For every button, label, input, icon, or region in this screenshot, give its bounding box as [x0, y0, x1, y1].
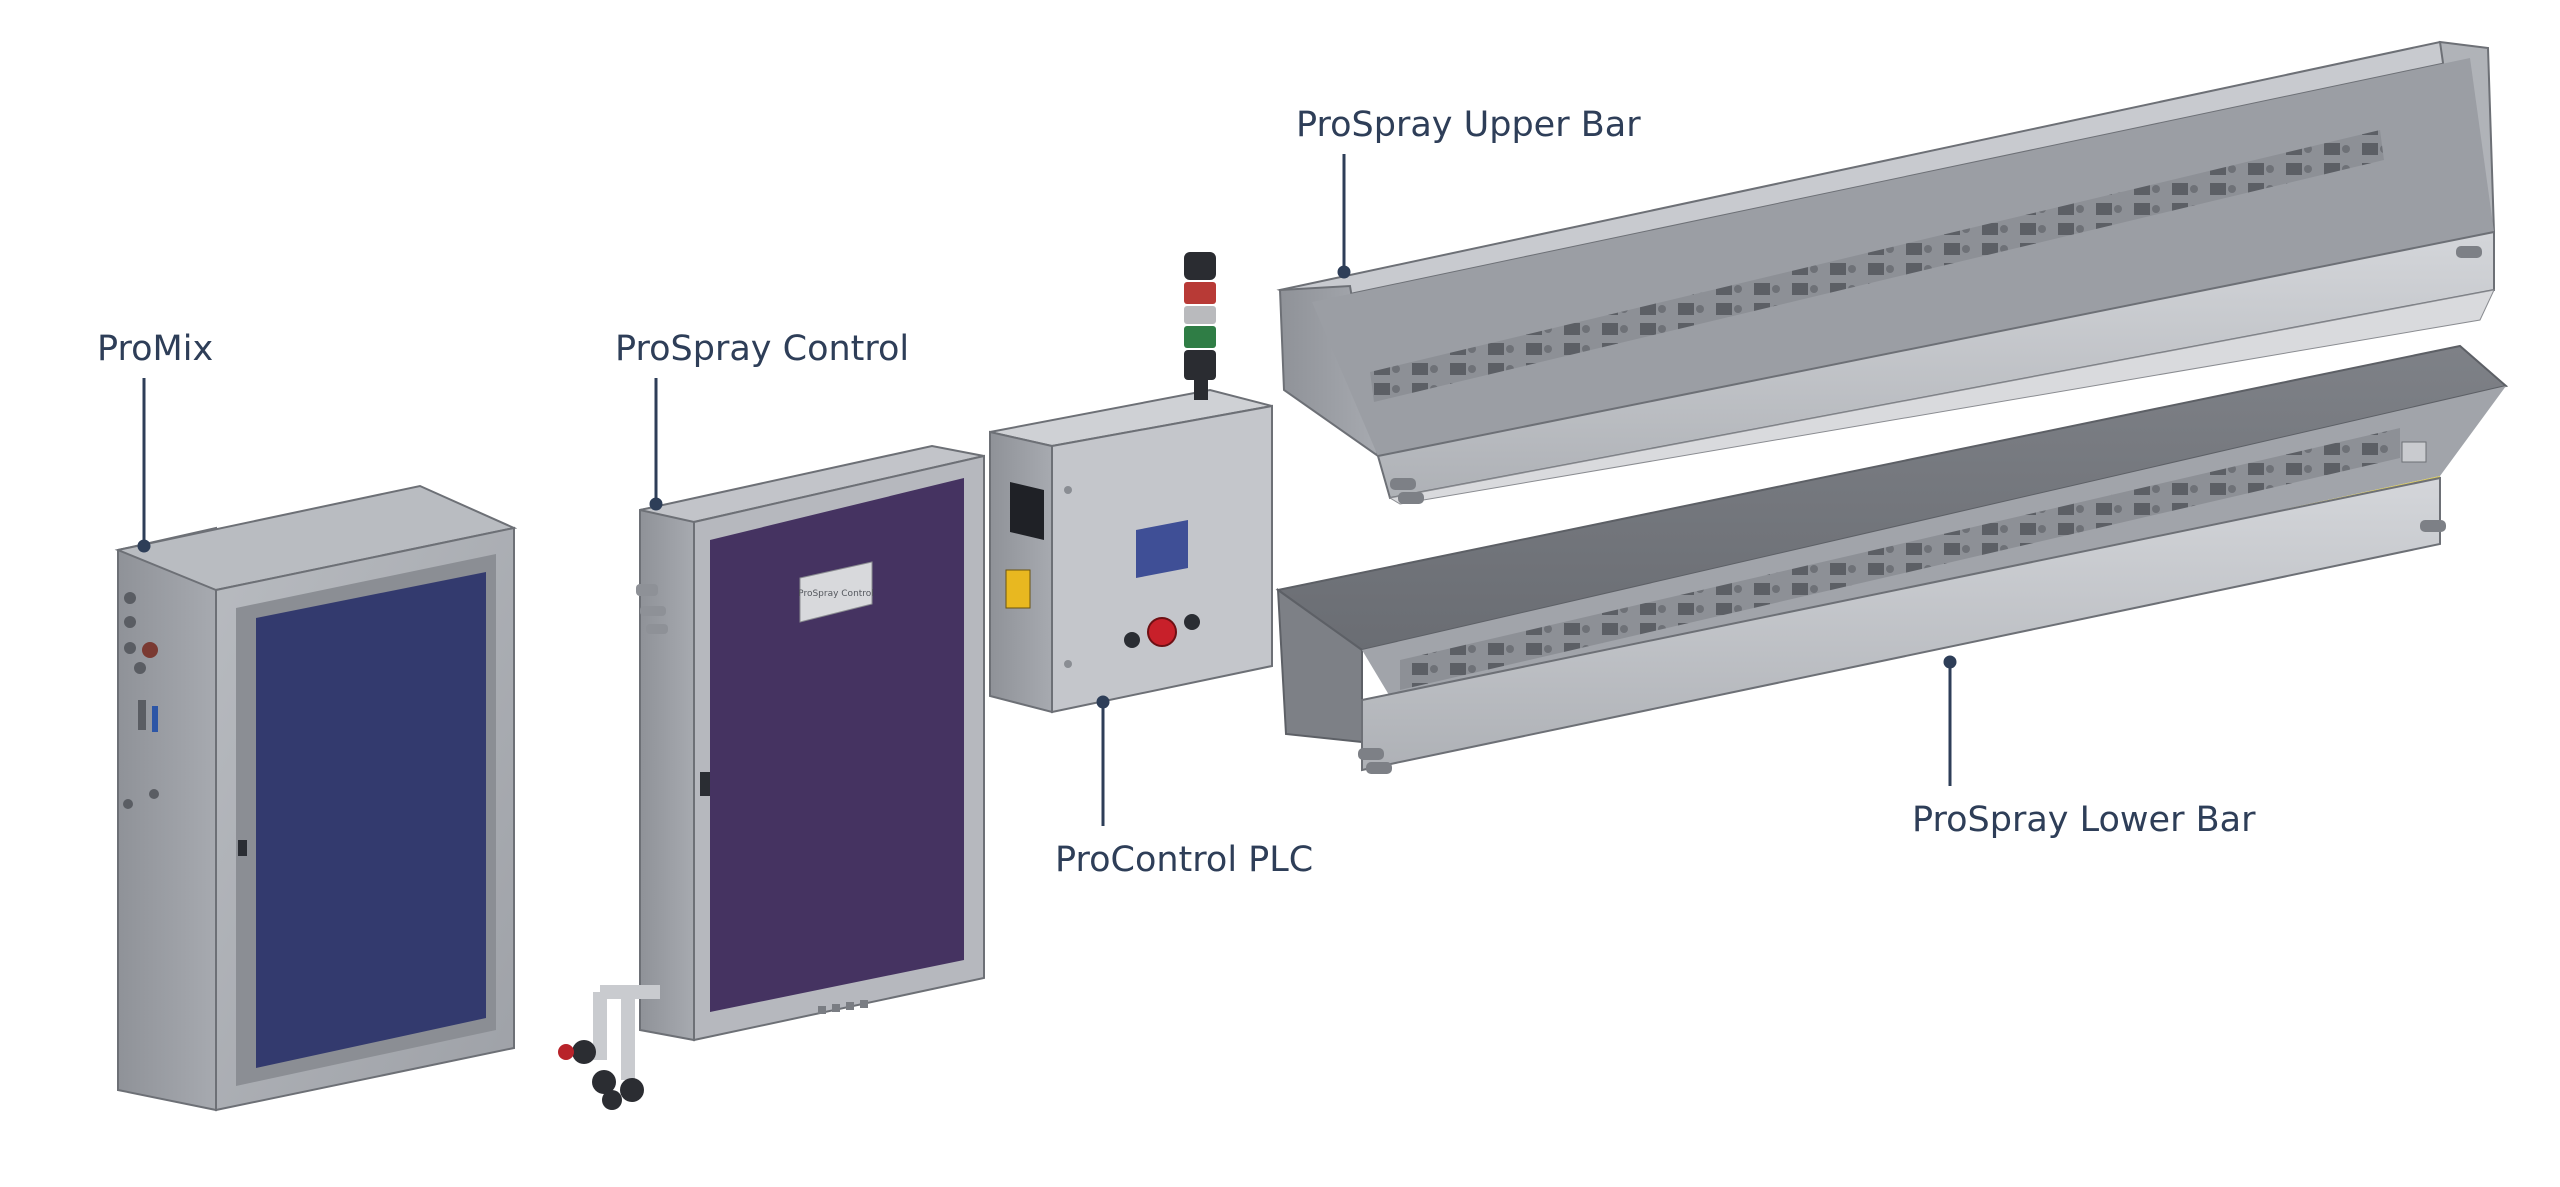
prospray-control-window — [710, 478, 964, 1012]
signal-tower-icon — [1184, 252, 1216, 400]
label-promix: ProMix — [97, 329, 214, 369]
prospray-lower-bar — [1275, 344, 2509, 774]
label-prospray-lower-bar: ProSpray Lower Bar — [1912, 800, 2256, 840]
label-prospray-upper-bar: ProSpray Upper Bar — [1296, 105, 1641, 145]
prospray-upper-bar — [1276, 40, 2496, 505]
procontrol-plc — [989, 252, 1273, 714]
label-prospray-control: ProSpray Control — [615, 329, 910, 369]
plc-screen — [1136, 520, 1188, 578]
promix-cabinet — [114, 484, 518, 1112]
label-procontrol-plc: ProControl PLC — [1055, 840, 1314, 880]
promix-window — [256, 572, 486, 1068]
panel-label-plate: ProSpray Control — [798, 589, 874, 599]
prospray-control-cabinet: ProSpray Control — [558, 444, 985, 1110]
leader-lines — [137, 154, 1957, 826]
isolator-switch-icon — [1005, 569, 1031, 609]
emergency-stop-icon — [1147, 617, 1177, 647]
